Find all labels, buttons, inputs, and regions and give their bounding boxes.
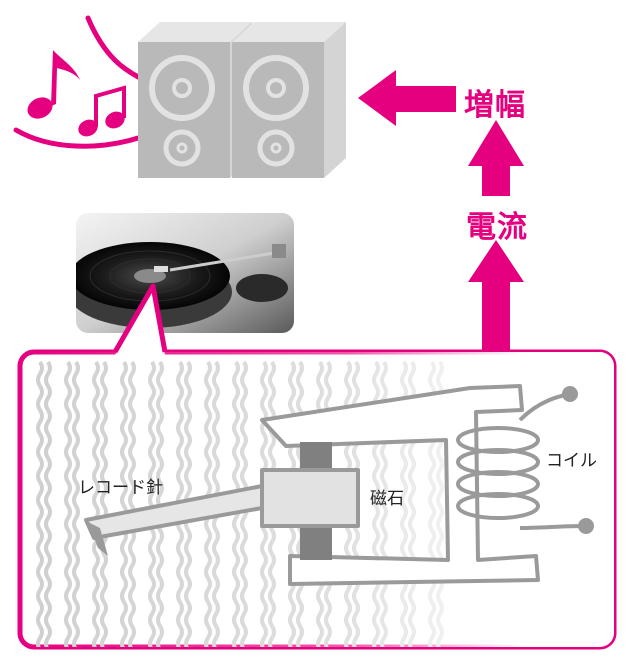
coil-label: コイル [546,451,597,471]
magnet-label: 磁石 [370,489,404,509]
speaker-icon [232,22,346,178]
cartridge-mechanism [84,384,540,586]
arrow-to-speakers [358,70,456,126]
amplify-label: 増幅 [464,88,526,123]
music-notes-icon [13,15,143,149]
coil-terminals [562,386,594,534]
current-label: 電流 [466,210,528,245]
arrow-current-upper [468,120,524,196]
turntable-photo [76,213,294,333]
arrow-current-lower [468,240,524,352]
needle-label: レコード針 [78,478,163,498]
